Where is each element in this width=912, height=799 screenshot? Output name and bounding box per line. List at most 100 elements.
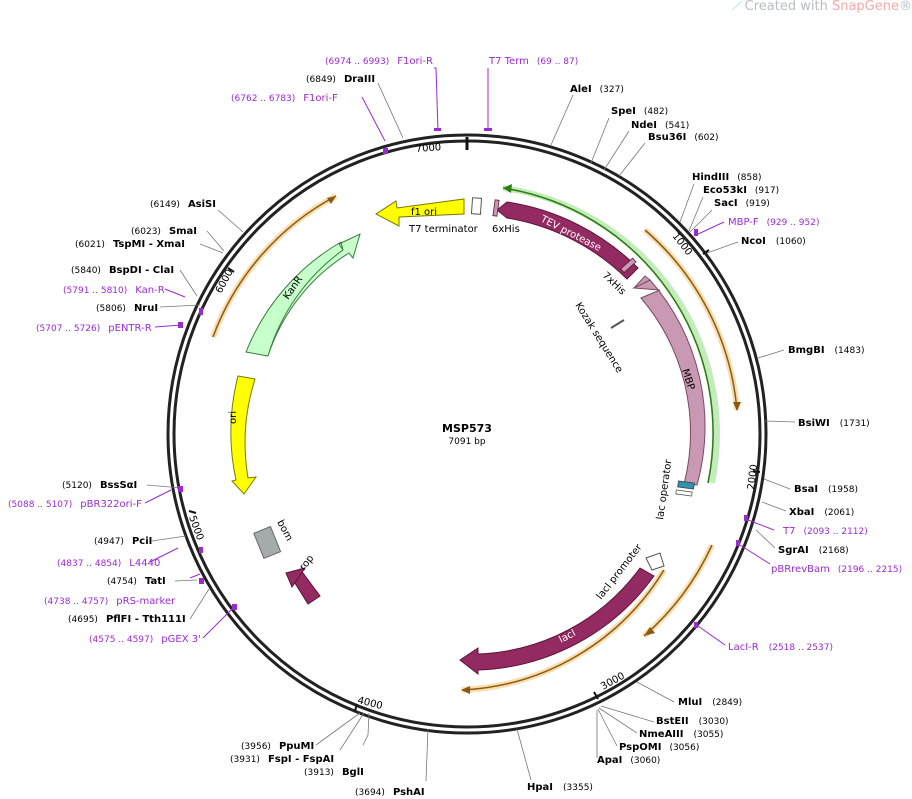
orf-laci2 <box>461 569 665 691</box>
tick-6000 <box>227 267 235 273</box>
feature-label-bom: bom <box>274 518 294 543</box>
restriction-sites: AleI(327) SpeI(482) NdeI(541) Bsu36I(602… <box>62 74 870 798</box>
site-smai[interactable]: (6023)SmaI <box>131 226 197 237</box>
orf-laci <box>643 544 713 637</box>
site-leader-lines <box>146 82 796 782</box>
orf-laci-arrowhead <box>644 627 655 636</box>
feature-bom[interactable] <box>253 525 282 560</box>
primer-laci-r[interactable]: LacI-R(2518 .. 2537) <box>728 642 833 653</box>
orf-laci2-arrowhead <box>461 686 470 694</box>
site-tspmi-xmai[interactable]: (6021)TspMI - XmaI <box>75 239 185 250</box>
site-pcii[interactable]: (4947)PciI <box>94 536 152 547</box>
site-spei[interactable]: SpeI(482) <box>611 106 668 117</box>
site-saci[interactable]: SacI(919) <box>714 198 770 209</box>
site-apai[interactable]: ApaI(3060) <box>597 755 660 766</box>
feature-kanr[interactable] <box>245 233 361 357</box>
watermark-reg: ® <box>899 0 912 14</box>
site-bsssai[interactable]: (5120)BssSαI <box>62 480 137 491</box>
primer-f1ori-r[interactable]: (6974 .. 6993)F1ori-R <box>325 56 433 67</box>
watermark-prefix: Created with <box>744 0 832 14</box>
site-bsiwi[interactable]: BsiWI(1731) <box>798 418 870 429</box>
feature-t7-terminator[interactable] <box>470 197 483 215</box>
site-ncoi[interactable]: NcoI(1060) <box>741 236 806 247</box>
watermark-brand: SnapGene <box>831 0 899 14</box>
tick-1000 <box>702 249 710 255</box>
site-eco53ki[interactable]: Eco53kI(917) <box>703 185 779 196</box>
site-ppumi[interactable]: (3956)PpuMI <box>241 741 314 752</box>
site-hpai[interactable]: HpaI(3355) <box>527 782 593 793</box>
watermark: ⟋Created with SnapGene® <box>732 0 912 14</box>
primer-mbp-f[interactable]: MBP-F(929 .. 952) <box>728 217 820 228</box>
site-draiii[interactable]: (6849)DraIII <box>306 74 375 85</box>
primer-pgex3[interactable]: (4575 .. 4597)pGEX 3' <box>89 634 201 645</box>
feature-label-t7-terminator: T7 terminator <box>408 224 479 235</box>
feature-label-f1-ori: f1 ori <box>411 207 437 218</box>
feature-label-kozak: Kozak sequence <box>572 301 624 375</box>
feature-ori[interactable] <box>230 375 258 495</box>
site-tati[interactable]: (4754)TatI <box>107 576 166 587</box>
site-mlui[interactable]: MluI(2849) <box>678 697 742 708</box>
site-bmgbi[interactable]: BmgBI(1483) <box>788 345 864 356</box>
plasmid-name: MSP573 <box>442 422 492 435</box>
feature-6xhis[interactable] <box>492 199 500 217</box>
feature-lac-operator-spacer <box>675 489 693 497</box>
primer-prs-marker[interactable]: (4738 .. 4757)pRS-marker <box>44 596 176 607</box>
tick-2000 <box>752 470 761 473</box>
site-pflfi-tth111i[interactable]: (4695)PflFI - Tth111I <box>68 614 186 625</box>
features: TEV protease 6xHis 7xHis Kozak sequence … <box>228 197 706 676</box>
tick-3000 <box>593 691 599 700</box>
primer-markers <box>178 128 748 628</box>
site-bsteii[interactable]: BstEII(3030) <box>656 716 729 727</box>
site-ndei[interactable]: NdeI(541) <box>631 120 689 131</box>
primer-f1ori-f[interactable]: (6762 .. 6783)F1ori-F <box>231 93 338 104</box>
feature-rop-arrowhead <box>285 567 307 589</box>
tick-4000 <box>354 703 358 712</box>
site-nrui[interactable]: (5806)NruI <box>96 303 158 314</box>
primer-kan-r[interactable]: (5791 .. 5810)Kan-R <box>63 285 165 296</box>
orf-arcs <box>210 184 741 694</box>
feature-7xhis[interactable] <box>620 257 637 274</box>
site-pspomi[interactable]: PspOMI(3056) <box>619 742 699 753</box>
site-nmeaiii[interactable]: NmeAIII(3055) <box>639 729 723 740</box>
orf-kanr-arrowhead <box>327 196 336 204</box>
feature-laci[interactable] <box>459 567 655 676</box>
feature-label-6xhis: 6xHis <box>492 224 520 235</box>
primer-t7[interactable]: T7(2093 .. 2112) <box>782 526 868 537</box>
site-fspi-fspai[interactable]: (3931)FspI - FspAI <box>230 754 334 765</box>
feature-mbp-arrowhead <box>633 275 651 289</box>
primer-pbrrevbam[interactable]: pBRrevBam(2196 .. 2215) <box>771 564 902 575</box>
site-bspdi-clai[interactable]: (5840)BspDI - ClaI <box>71 265 174 276</box>
feature-tev-protease[interactable] <box>496 201 639 280</box>
site-bgli[interactable]: (3913)BglI <box>304 767 364 778</box>
site-alei[interactable]: AleI(327) <box>570 84 624 95</box>
snapgene-logo-icon: ⟋ <box>731 0 741 14</box>
site-xbai[interactable]: XbaI(2061) <box>789 507 854 518</box>
feature-label-ori: ori <box>228 411 239 424</box>
site-bsu36i[interactable]: Bsu36I(602) <box>648 132 719 143</box>
plasmid-size: 7091 bp <box>448 437 485 447</box>
site-sgrai[interactable]: SgrAI(2168) <box>778 545 849 556</box>
feature-laci-promoter[interactable] <box>645 552 665 571</box>
site-hindiii[interactable]: HindIII(858) <box>692 172 761 183</box>
feature-kozak[interactable] <box>610 319 625 329</box>
tick-label-2000: 2000 <box>746 464 760 491</box>
primer-t7-term[interactable]: T7 Term(69 .. 87) <box>488 56 578 67</box>
primer-pentr-r[interactable]: (5707 .. 5726)pENTR-R <box>36 323 152 334</box>
primers: (6974 .. 6993)F1ori-R T7 Term(69 .. 87) … <box>8 56 902 653</box>
site-asisi[interactable]: (6149)AsiSI <box>150 199 216 210</box>
site-pshai[interactable]: (3694)PshAI <box>355 787 425 798</box>
primer-leader-lines <box>144 67 775 646</box>
orf-tev-arrowhead <box>503 184 512 193</box>
orf-kanr <box>212 195 337 338</box>
orf-mbp-arrowhead <box>733 402 741 411</box>
feature-lac-operator[interactable] <box>677 480 695 490</box>
feature-f1-ori[interactable] <box>375 198 465 227</box>
backbone-outer-strand <box>166 133 768 735</box>
site-bsai[interactable]: BsaI(1958) <box>794 484 858 495</box>
tick-marks <box>188 140 761 712</box>
orf-tev <box>502 187 714 484</box>
primer-pbr322ori-f[interactable]: (5088 .. 5107)pBR322ori-F <box>8 499 142 510</box>
orf-mbp <box>644 229 738 411</box>
primer-l4440[interactable]: (4837 .. 4854)L4440 <box>57 558 160 569</box>
